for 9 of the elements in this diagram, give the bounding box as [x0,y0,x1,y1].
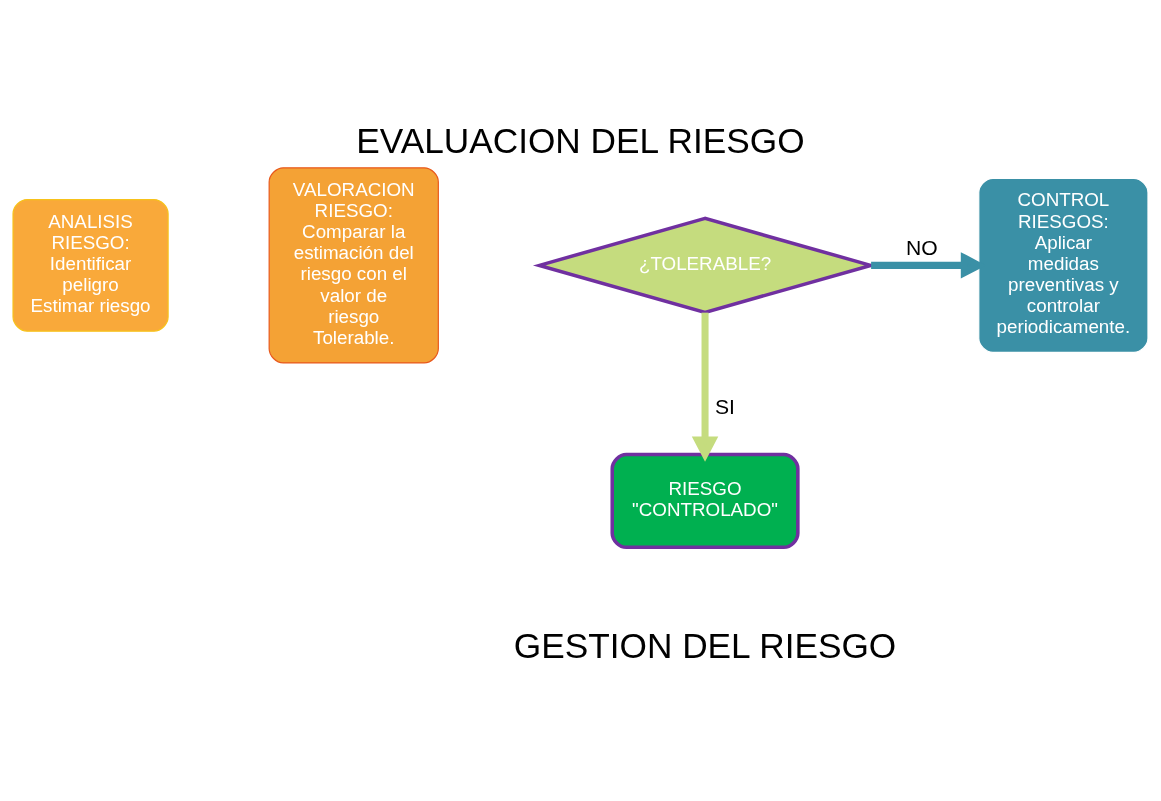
node-box: RIESGO "CONTROLADO" [610,452,800,550]
arrow [691,312,719,462]
label: GESTION DEL RIESGO [513,625,897,665]
diagram-title: EVALUACION DEL RIESGO [356,120,805,160]
node-box: VALORACION RIESGO: Comparar la estimación del riesgo con el valor de riesgo Tolerable. [268,167,439,364]
edge-label: SI [715,394,735,418]
node-box: CONTROL RIESGOS: Aplicar medidas preventivas y controlar periodicamente. [978,177,1149,353]
node-box: ANALISIS RIESGO: Identificar peligro Estimar riesgo [12,199,169,332]
edge-label: NO [905,236,938,260]
